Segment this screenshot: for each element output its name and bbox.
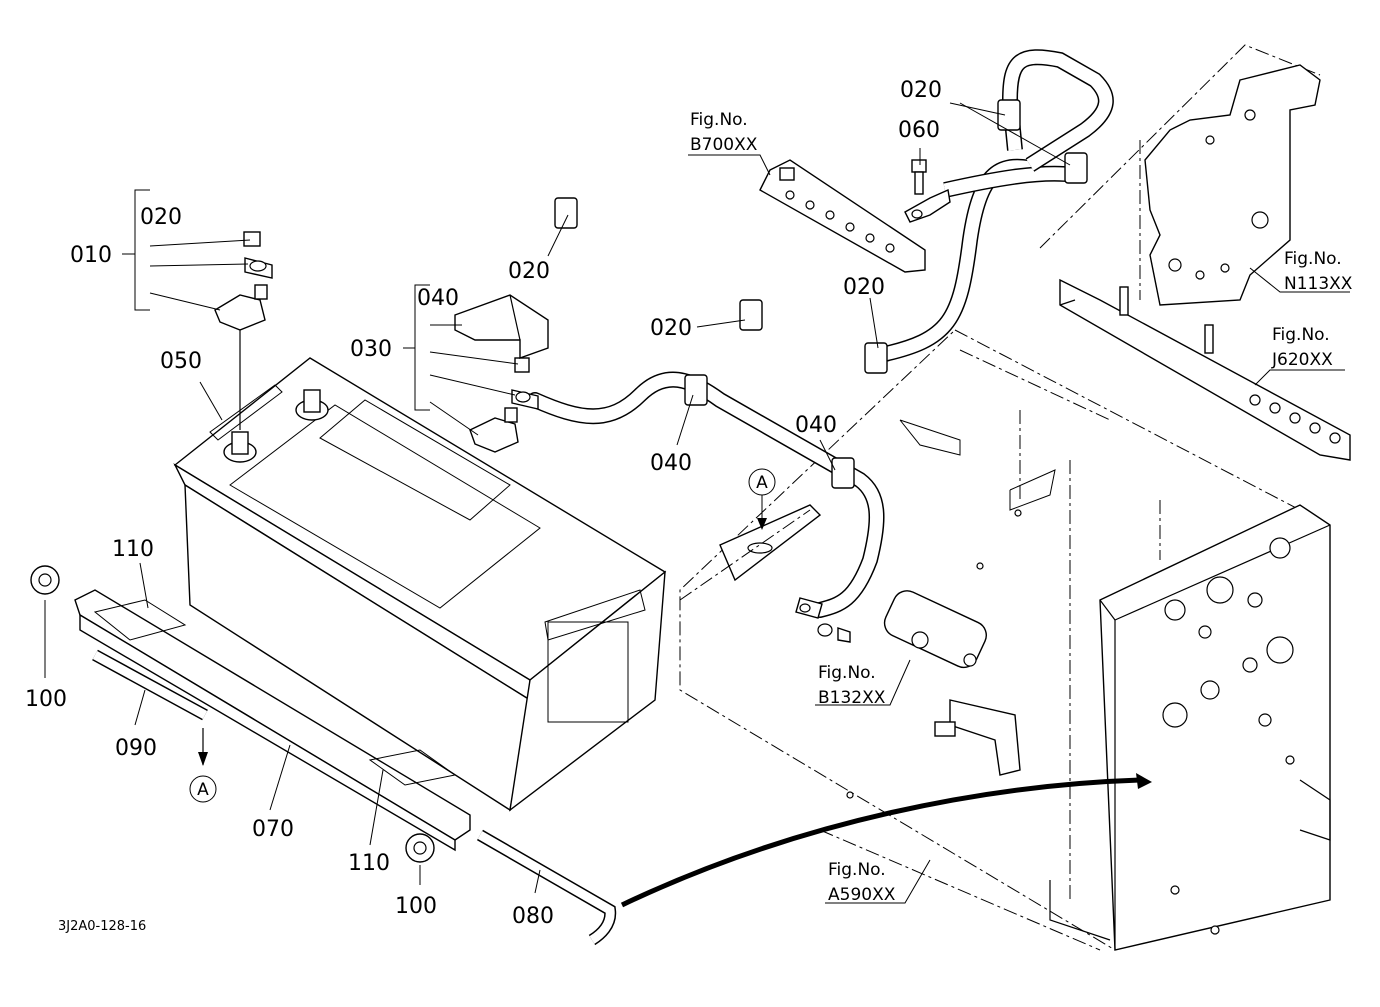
label-020-d: 020 bbox=[843, 275, 885, 300]
label-010: 010 bbox=[70, 243, 112, 268]
terminal-cover-040 bbox=[454, 294, 549, 359]
label-080: 080 bbox=[512, 904, 554, 929]
label-020-b: 020 bbox=[508, 259, 550, 284]
svg-text:A: A bbox=[756, 473, 768, 493]
label-020-c: 020 bbox=[650, 316, 692, 341]
svg-text:Fig.No.: Fig.No. bbox=[1272, 325, 1330, 345]
terminal-strip-right bbox=[1059, 278, 1351, 461]
label-110-a: 110 bbox=[112, 537, 154, 562]
label-100-b: 100 bbox=[395, 894, 437, 919]
svg-text:A: A bbox=[197, 780, 209, 800]
hook-rod-080 bbox=[477, 773, 1152, 946]
svg-text:Fig.No.: Fig.No. bbox=[690, 110, 748, 130]
svg-text:Fig.No.: Fig.No. bbox=[828, 860, 886, 880]
label-030: 030 bbox=[350, 337, 392, 362]
cable-clips bbox=[554, 99, 1088, 489]
terminal-strip-top bbox=[759, 159, 926, 273]
terminal-clamp-010 bbox=[214, 231, 268, 331]
mounting-plate bbox=[679, 504, 822, 601]
screw-060 bbox=[911, 159, 927, 195]
hold-down-bar-070 bbox=[74, 589, 471, 852]
label-050: 050 bbox=[160, 349, 202, 374]
svg-text:Fig.No.: Fig.No. bbox=[1284, 249, 1342, 269]
terminal-clamp-030 bbox=[469, 357, 530, 453]
label-110-b: 110 bbox=[348, 851, 390, 876]
flange-nuts-100 bbox=[30, 565, 435, 863]
fig-ref-n113xx: Fig.No. N113XX bbox=[1284, 249, 1353, 294]
battery-050 bbox=[173, 315, 667, 812]
label-040-a: 040 bbox=[417, 286, 459, 311]
label-100-a: 100 bbox=[25, 687, 67, 712]
chassis-frame bbox=[679, 329, 1331, 951]
label-070: 070 bbox=[252, 817, 294, 842]
label-040-c: 040 bbox=[795, 413, 837, 438]
label-060: 060 bbox=[898, 118, 940, 143]
part-number-labels: 020 010 020 020 020 020 060 040 030 040 … bbox=[25, 78, 942, 929]
svg-text:B132XX: B132XX bbox=[818, 688, 886, 708]
svg-text:Fig.No.: Fig.No. bbox=[818, 663, 876, 683]
fig-ref-b132xx: Fig.No. B132XX bbox=[818, 663, 886, 708]
starter-relay bbox=[883, 590, 1021, 776]
fig-ref-b700xx: Fig.No. B700XX bbox=[690, 110, 758, 155]
svg-text:N113XX: N113XX bbox=[1284, 274, 1353, 294]
negative-battery-cable bbox=[511, 371, 885, 643]
positive-battery-cable bbox=[244, 49, 1114, 363]
hook-rod-090 bbox=[92, 649, 208, 766]
callout-a-top: A bbox=[748, 468, 776, 496]
label-020-e: 020 bbox=[900, 78, 942, 103]
leader-lines bbox=[44, 102, 1350, 904]
label-040-b: 040 bbox=[650, 451, 692, 476]
drawing-code: 3J2A0-128-16 bbox=[58, 919, 146, 934]
fig-ref-a590xx: Fig.No. A590XX bbox=[828, 860, 896, 905]
callout-a-bottom: A bbox=[189, 775, 217, 803]
svg-text:B700XX: B700XX bbox=[690, 135, 758, 155]
svg-text:A590XX: A590XX bbox=[828, 885, 896, 905]
label-090: 090 bbox=[115, 736, 157, 761]
svg-text:J620XX: J620XX bbox=[1271, 350, 1333, 370]
fig-ref-j620xx: Fig.No. J620XX bbox=[1271, 325, 1333, 370]
label-020-a: 020 bbox=[140, 205, 182, 230]
side-bracket bbox=[1039, 44, 1321, 306]
